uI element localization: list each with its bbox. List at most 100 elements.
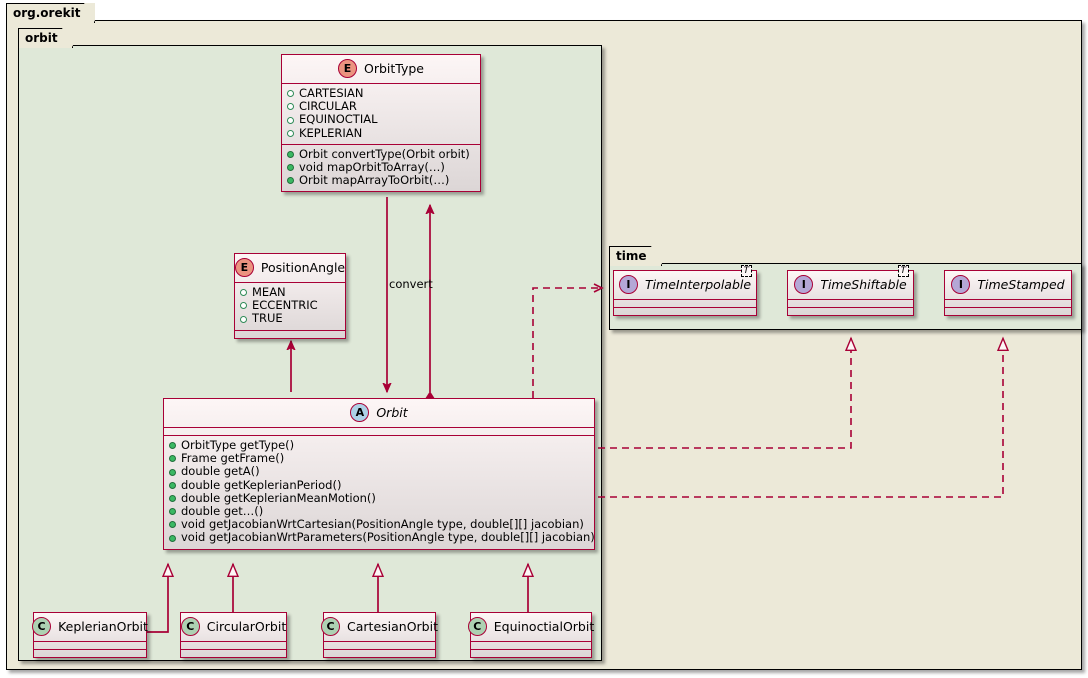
class-orbit-name: Orbit bbox=[376, 405, 408, 420]
public-method-icon bbox=[287, 177, 294, 185]
edge-label-convert: convert bbox=[389, 277, 433, 291]
class-timeinterpolable[interactable]: T I TimeInterpolable bbox=[613, 265, 757, 316]
method-row: double getKeplerianPeriod() bbox=[169, 478, 589, 492]
class-cartesianorbit-name: CartesianOrbit bbox=[347, 619, 438, 634]
class-cartesianorbit-title: C CartesianOrbit bbox=[321, 613, 438, 642]
public-method-icon bbox=[169, 534, 176, 542]
class-equinoctialorbit-title: C EquinoctialOrbit bbox=[467, 613, 595, 642]
class-timestamped[interactable]: I TimeStamped bbox=[944, 270, 1072, 316]
package-tab-time: time bbox=[609, 246, 662, 266]
class-timeshiftable-fields bbox=[788, 300, 913, 308]
class-orbit-fields bbox=[164, 428, 594, 436]
class-circularorbit-methods bbox=[181, 650, 286, 657]
package-tab-orbit: orbit bbox=[18, 28, 73, 48]
class-positionangle-title: E PositionAngle bbox=[234, 254, 345, 283]
public-field-icon bbox=[240, 302, 247, 310]
class-icon: C bbox=[467, 617, 487, 636]
public-field-icon bbox=[240, 289, 247, 297]
class-orbit-title: A Orbit bbox=[164, 399, 594, 428]
class-circularorbit-name: CircularOrbit bbox=[206, 619, 287, 634]
class-circularorbit-title: C CircularOrbit bbox=[180, 613, 287, 642]
package-label-org-orekit: org.orekit bbox=[13, 6, 81, 20]
class-orbittype-methods: Orbit convertType(Orbit orbit) void mapO… bbox=[282, 145, 480, 192]
interface-icon: I bbox=[794, 275, 814, 294]
method-row: Orbit mapArrayToOrbit(…) bbox=[287, 174, 475, 187]
enumeration-icon: E bbox=[234, 258, 254, 277]
public-field-icon bbox=[287, 103, 294, 111]
method-row: Frame getFrame() bbox=[169, 452, 589, 465]
class-icon: C bbox=[180, 617, 200, 636]
enum-constant: KEPLERIAN bbox=[287, 126, 475, 140]
enum-constant: ECCENTRIC bbox=[240, 299, 340, 312]
class-equinoctialorbit[interactable]: C EquinoctialOrbit bbox=[467, 612, 595, 658]
class-keplerianorbit-title: C KeplerianOrbit bbox=[32, 613, 148, 642]
class-cartesianorbit-fields bbox=[324, 642, 435, 650]
public-method-icon bbox=[287, 150, 294, 158]
package-label-orbit: orbit bbox=[25, 31, 58, 45]
public-method-icon bbox=[169, 508, 176, 516]
enum-constant: CIRCULAR bbox=[287, 100, 475, 113]
class-orbittype-title: E OrbitType bbox=[282, 55, 480, 84]
class-circularorbit[interactable]: C CircularOrbit bbox=[180, 612, 287, 658]
public-method-icon bbox=[287, 164, 294, 172]
enum-constant: CARTESIAN bbox=[287, 86, 475, 100]
method-row: void mapOrbitToArray(…) bbox=[287, 160, 475, 174]
type-parameter-box: T bbox=[740, 265, 752, 277]
class-positionangle[interactable]: E PositionAngle MEAN ECCENTRIC TRUE bbox=[234, 253, 346, 339]
method-row: void getJacobianWrtCartesian(PositionAng… bbox=[169, 518, 589, 531]
class-timeinterpolable-methods bbox=[614, 308, 756, 315]
public-field-icon bbox=[287, 116, 294, 124]
class-orbit-methods: OrbitType getType() Frame getFrame() dou… bbox=[164, 436, 595, 549]
public-method-icon bbox=[169, 468, 176, 476]
enum-constant: EQUINOCTIAL bbox=[287, 113, 475, 126]
type-parameter-box: T bbox=[897, 265, 909, 277]
package-label-time: time bbox=[616, 249, 647, 263]
class-timeshiftable-name: TimeShiftable bbox=[820, 277, 907, 292]
class-cartesianorbit-methods bbox=[324, 650, 435, 657]
public-method-icon bbox=[169, 455, 176, 463]
class-orbittype-name: OrbitType bbox=[364, 61, 424, 76]
class-keplerianorbit-fields bbox=[34, 642, 146, 650]
class-timeinterpolable-fields bbox=[614, 300, 756, 308]
class-keplerianorbit[interactable]: C KeplerianOrbit bbox=[32, 612, 148, 658]
public-method-icon bbox=[169, 442, 176, 450]
interface-icon: I bbox=[618, 275, 638, 294]
enum-constant: TRUE bbox=[240, 312, 340, 325]
class-cartesianorbit[interactable]: C CartesianOrbit bbox=[321, 612, 438, 658]
public-method-icon bbox=[169, 494, 176, 502]
class-timestamped-name: TimeStamped bbox=[977, 277, 1065, 292]
class-keplerianorbit-name: KeplerianOrbit bbox=[58, 619, 148, 634]
class-timestamped-title: I TimeStamped bbox=[945, 271, 1071, 300]
package-tab-org-orekit: org.orekit bbox=[6, 3, 96, 23]
class-timeshiftable[interactable]: T I TimeShiftable bbox=[787, 265, 914, 316]
class-timestamped-methods bbox=[945, 308, 1071, 315]
class-equinoctialorbit-name: EquinoctialOrbit bbox=[493, 619, 595, 634]
method-row: Orbit convertType(Orbit orbit) bbox=[287, 147, 475, 161]
class-orbittype-constants: CARTESIAN CIRCULAR EQUINOCTIAL KEPLERIAN bbox=[282, 84, 480, 145]
public-field-icon bbox=[287, 90, 294, 98]
class-circularorbit-fields bbox=[181, 642, 286, 650]
class-timeshiftable-title: I TimeShiftable bbox=[788, 271, 913, 300]
class-timeinterpolable-name: TimeInterpolable bbox=[644, 277, 752, 292]
method-row: void getJacobianWrtParameters(PositionAn… bbox=[169, 531, 595, 544]
abstract-class-icon: A bbox=[350, 403, 370, 422]
class-orbit[interactable]: A Orbit OrbitType getType() Frame getFra… bbox=[163, 398, 595, 550]
enum-constant: MEAN bbox=[240, 285, 340, 299]
class-positionangle-constants: MEAN ECCENTRIC TRUE bbox=[235, 283, 345, 331]
class-orbittype[interactable]: E OrbitType CARTESIAN CIRCULAR EQUINOCTI… bbox=[281, 54, 481, 193]
class-timeinterpolable-title: I TimeInterpolable bbox=[614, 271, 756, 300]
public-field-icon bbox=[240, 315, 247, 323]
method-row: OrbitType getType() bbox=[169, 438, 589, 452]
class-equinoctialorbit-methods bbox=[471, 650, 591, 657]
class-icon: C bbox=[321, 617, 341, 636]
class-timeshiftable-methods bbox=[788, 308, 913, 315]
class-timestamped-fields bbox=[945, 300, 1071, 308]
class-keplerianorbit-methods bbox=[34, 650, 146, 657]
public-method-icon bbox=[169, 521, 176, 529]
method-row: double get…() bbox=[169, 504, 589, 518]
method-row: double getA() bbox=[169, 465, 589, 478]
public-method-icon bbox=[169, 481, 176, 489]
class-icon: C bbox=[32, 617, 52, 636]
public-field-icon bbox=[287, 129, 294, 137]
